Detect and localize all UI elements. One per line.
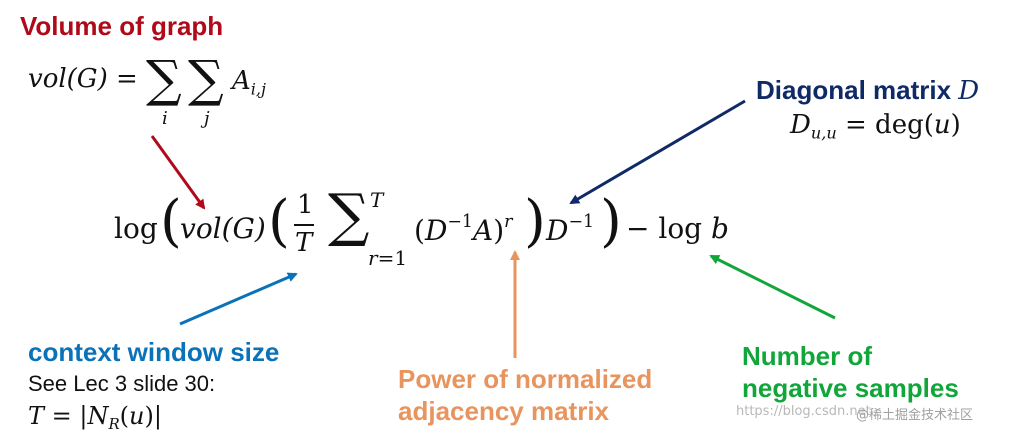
context-label: context window size (28, 337, 280, 367)
paren-outer-left: ( (160, 189, 182, 254)
fraction-bar (294, 224, 314, 226)
fraction-numerator: 1 (297, 190, 314, 220)
context-formula: T = |NR(u)| (28, 402, 162, 434)
inverse-degree: D−1 (546, 212, 595, 248)
paren-inner-left: ( (268, 189, 290, 254)
diagonal-label: Diagonal matrix D (756, 75, 980, 106)
main-sum-symbol: ∑ (328, 181, 370, 249)
negative-label-line1: Number of (742, 341, 872, 371)
power-label-line1: Power of normalized (398, 364, 653, 394)
diagonal-formula: Du,u = deg(u) (790, 110, 961, 143)
power-label-line2: adjacency matrix (398, 396, 610, 426)
watermark-url: https://blog.csdn.net (736, 404, 871, 419)
volume-formula: vol(G) = (28, 64, 138, 94)
arrow-negative (709, 254, 836, 320)
negative-label-line2: negative samples (742, 373, 959, 403)
main-vol: vol(G) (180, 212, 266, 245)
arrow-context (179, 272, 298, 326)
minus-log-b: − log b (626, 212, 729, 245)
adjacency-entry: Ai,j (232, 66, 267, 99)
context-reference: See Lec 3 slide 30: (28, 371, 216, 396)
watermark-brand: @稀土掘金技术社区 (856, 408, 974, 423)
main-sum-upper: T (370, 188, 384, 212)
main-sum-lower: r=1 (368, 246, 408, 270)
sum-index-j: j (204, 108, 210, 129)
paren-inner-right: ) (524, 189, 546, 254)
fraction-denominator: T (295, 228, 313, 258)
sum-symbol-j: ∑ (188, 50, 224, 108)
normalized-adjacency-power: (D−1A)r (414, 212, 513, 248)
main-log: log (114, 212, 158, 245)
sum-index-i: i (162, 108, 168, 129)
sum-symbol-i: ∑ (146, 50, 182, 108)
volume-label: Volume of graph (20, 11, 224, 41)
arrow-diagonal (569, 99, 746, 205)
paren-outer-right: ) (600, 189, 622, 254)
